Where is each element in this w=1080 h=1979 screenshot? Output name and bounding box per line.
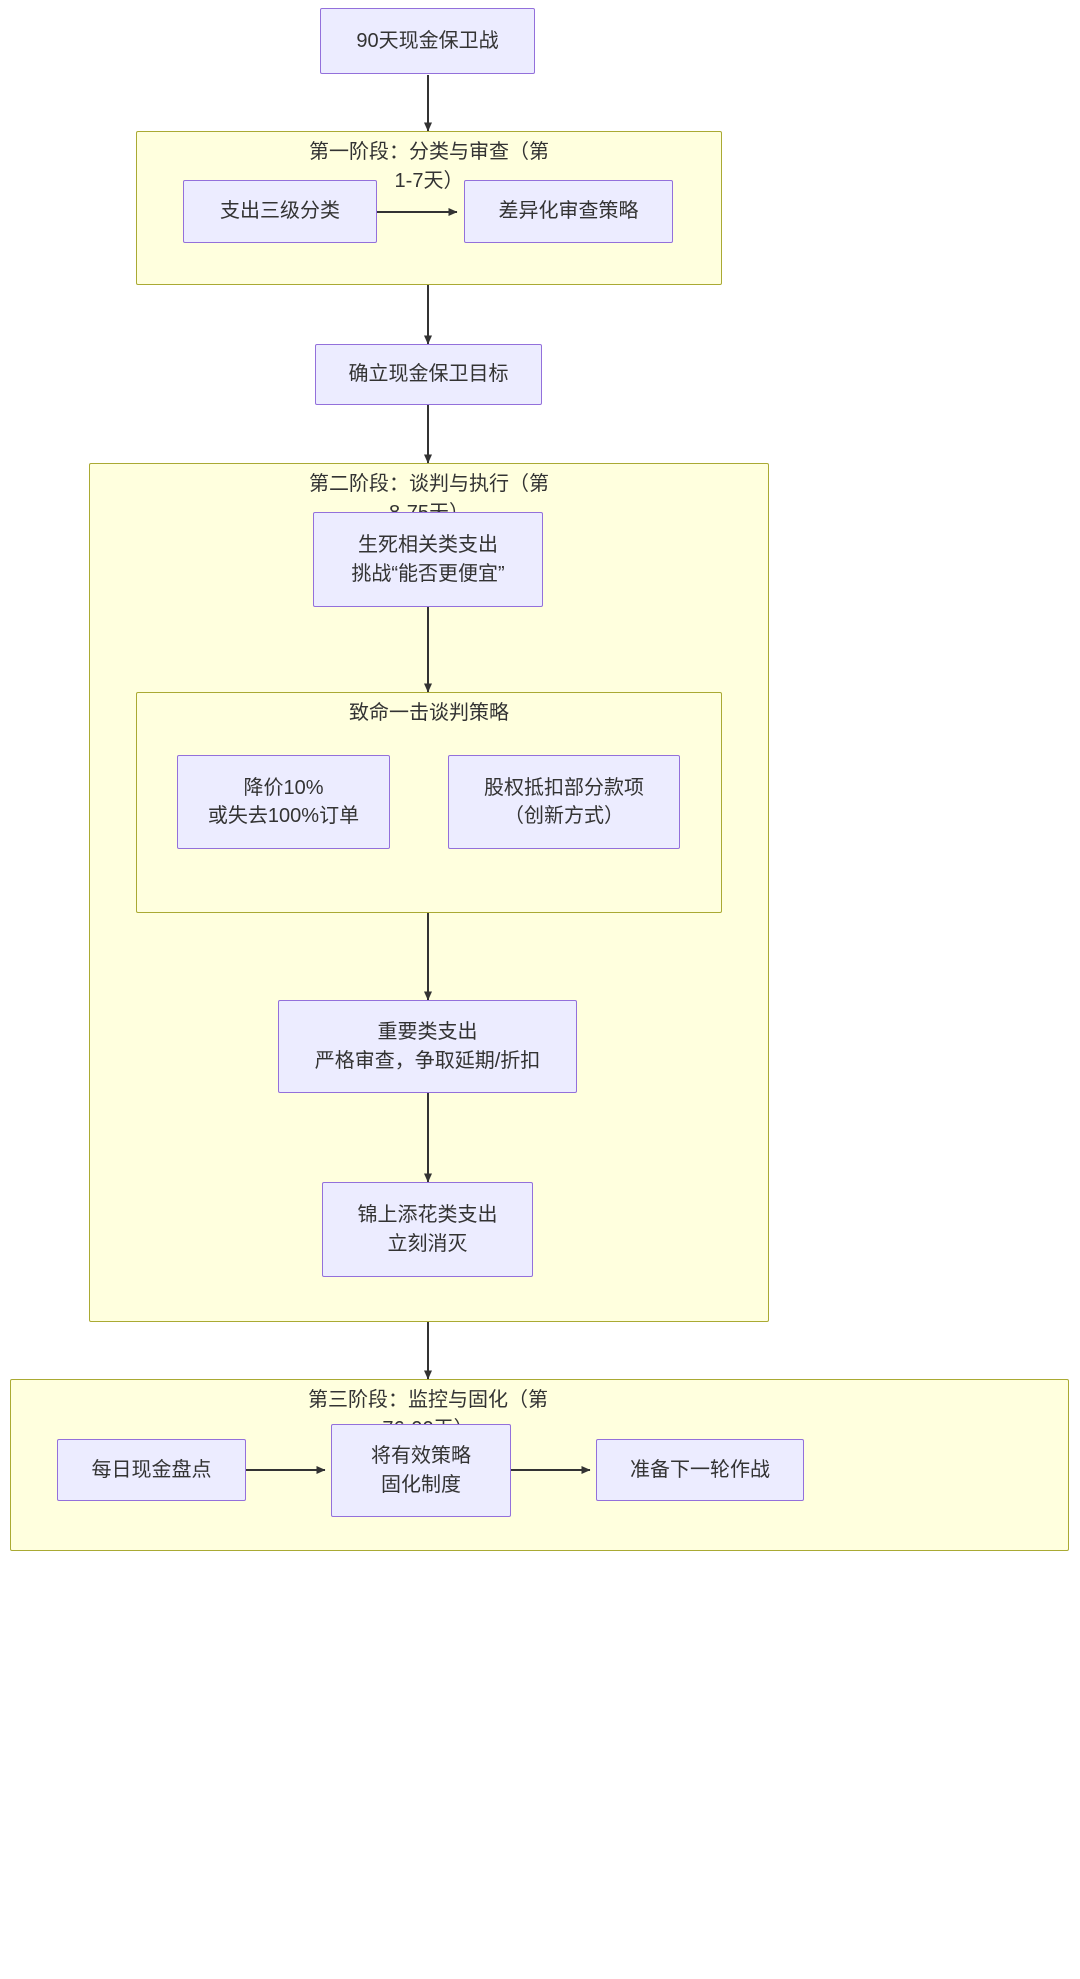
node-nice-to-have-expense-line-0: 锦上添花类支出	[357, 1204, 498, 1227]
node-institutionalize[interactable]: 将有效策略 固化制度	[331, 1424, 511, 1517]
node-price-cut[interactable]: 降价10% 或失去100%订单	[177, 755, 390, 849]
node-daily-cash-count-line-0: 每日现金盘点	[91, 1458, 212, 1481]
node-next-round[interactable]: 准备下一轮作战	[596, 1439, 804, 1501]
node-price-cut-line-0: 降价10%	[243, 776, 324, 799]
node-next-round-line-0: 准备下一轮作战	[630, 1458, 770, 1481]
node-expense-classify-line-0: 支出三级分类	[220, 200, 340, 223]
node-critical-expense-line-1: 挑战“能否更便宜”	[351, 562, 505, 585]
node-equity-offset-line-0: 股权抵扣部分款项	[484, 776, 644, 799]
node-equity-offset[interactable]: 股权抵扣部分款项 （创新方式）	[448, 755, 680, 849]
node-root-line-0: 90天现金保卫战	[356, 29, 499, 52]
node-critical-expense-line-0: 生死相关类支出	[358, 534, 498, 557]
node-nice-to-have-expense-line-1: 立刻消灭	[387, 1232, 468, 1255]
node-important-expense-line-0: 重要类支出	[377, 1021, 478, 1044]
node-institutionalize-line-1: 固化制度	[381, 1473, 461, 1496]
node-review-policy-line-0: 差异化审查策略	[498, 200, 639, 223]
node-cash-goal[interactable]: 确立现金保卫目标	[315, 344, 542, 405]
node-institutionalize-line-0: 将有效策略	[371, 1445, 471, 1468]
node-root[interactable]: 90天现金保卫战	[320, 8, 535, 74]
node-important-expense[interactable]: 重要类支出 严格审查，争取延期/折扣	[278, 1000, 577, 1093]
node-nice-to-have-expense[interactable]: 锦上添花类支出 立刻消灭	[322, 1182, 533, 1277]
node-price-cut-line-1: 或失去100%订单	[207, 805, 360, 827]
node-critical-expense[interactable]: 生死相关类支出 挑战“能否更便宜”	[313, 512, 543, 607]
node-equity-offset-line-1: （创新方式）	[504, 805, 624, 827]
node-cash-goal-line-0: 确立现金保卫目标	[348, 363, 509, 386]
node-daily-cash-count[interactable]: 每日现金盘点	[57, 1439, 246, 1501]
node-important-expense-line-1: 严格审查，争取延期/折扣	[314, 1049, 541, 1072]
node-review-policy[interactable]: 差异化审查策略	[464, 180, 673, 243]
node-expense-classify[interactable]: 支出三级分类	[183, 180, 377, 243]
